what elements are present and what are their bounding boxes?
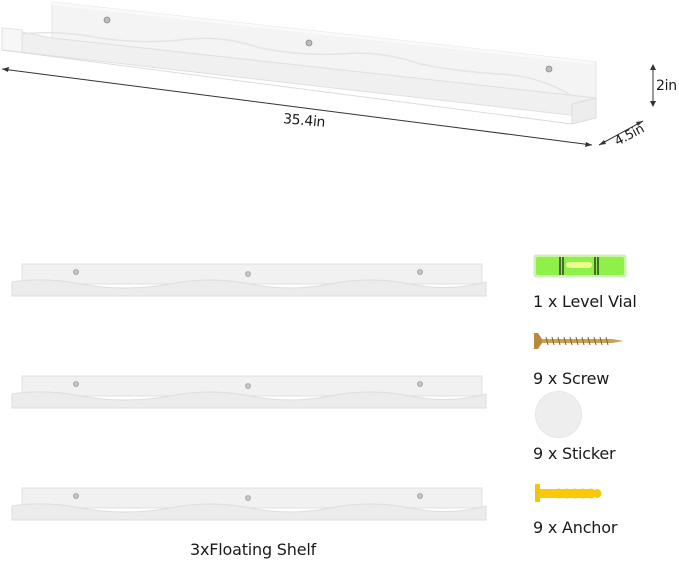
sticker-label: 9 x Sticker (533, 444, 616, 463)
shelf-front-icon (11, 487, 487, 521)
level-vial-icon (533, 254, 627, 278)
shelves-caption: 3xFloating Shelf (190, 540, 317, 559)
shelf-front-icon (11, 375, 487, 409)
wall-anchor-icon (535, 484, 602, 502)
level-vial-label: 1 x Level Vial (533, 292, 637, 311)
anchor-label: 9 x Anchor (533, 518, 618, 537)
hero-shelf-icon (1, 1, 656, 147)
screw-icon (534, 333, 624, 349)
screw-label: 9 x Screw (533, 369, 610, 388)
height-dimension-label: 2in (656, 78, 677, 94)
shelf-front-icon (11, 263, 487, 297)
sticker-icon (535, 391, 582, 438)
